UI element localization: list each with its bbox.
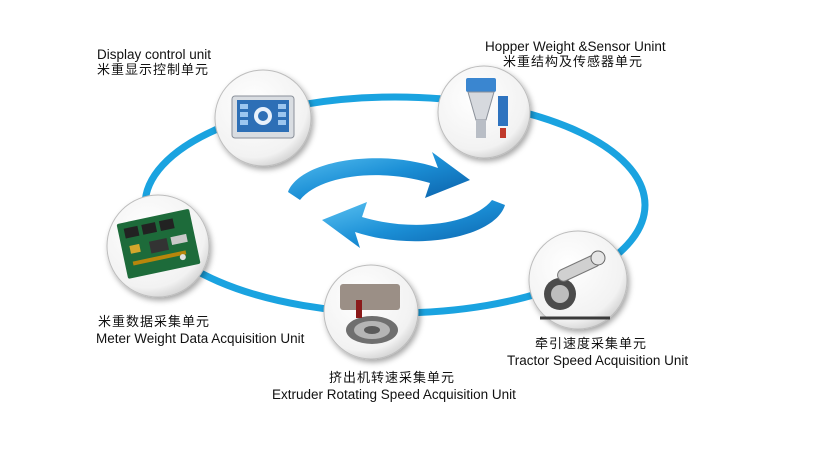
hopper-unit-en: Hopper Weight &Sensor Unint: [485, 39, 666, 54]
tractor-unit-en: Tractor Speed Acquisition Unit: [507, 353, 689, 368]
extruder-unit-disc: [323, 264, 419, 360]
label-extruder-unit: 挤出机转速采集单元 Extruder Rotating Speed Acquis…: [272, 371, 516, 403]
label-meter-unit: 米重数据采集单元 Meter Weight Data Acquisition U…: [96, 315, 304, 347]
extruder-unit-cn: 挤出机转速采集单元: [328, 371, 455, 386]
label-tractor-unit: 牵引速度采集单元 Tractor Speed Acquisition Unit: [507, 337, 688, 369]
meter-unit-cn: 米重数据采集单元: [98, 315, 211, 330]
display-unit-en: Display control unit: [97, 47, 212, 62]
circuit-board-icon: [116, 209, 201, 279]
display-unit-cn: 米重显示控制单元: [97, 63, 210, 78]
extruder-unit-en: Extruder Rotating Speed Acquisition Unit: [272, 387, 516, 402]
extruder-roller-icon: [340, 284, 400, 344]
meter-unit-en: Meter Weight Data Acquisition Unit: [96, 331, 305, 346]
hopper-unit-cn: 米重结构及传感器单元: [503, 55, 644, 70]
tractor-unit-cn: 牵引速度采集单元: [535, 337, 648, 352]
hopper-sensor-icon: [466, 78, 508, 138]
label-hopper-unit: Hopper Weight &Sensor Unint 米重结构及传感器单元: [485, 39, 666, 71]
control-panel-icon: [231, 95, 295, 139]
rotation-arrows-icon: [288, 152, 505, 248]
label-display-unit: Display control unit 米重显示控制单元: [97, 47, 211, 79]
tractor-wheel-icon: [540, 250, 610, 320]
tractor-unit-disc: [528, 230, 628, 330]
